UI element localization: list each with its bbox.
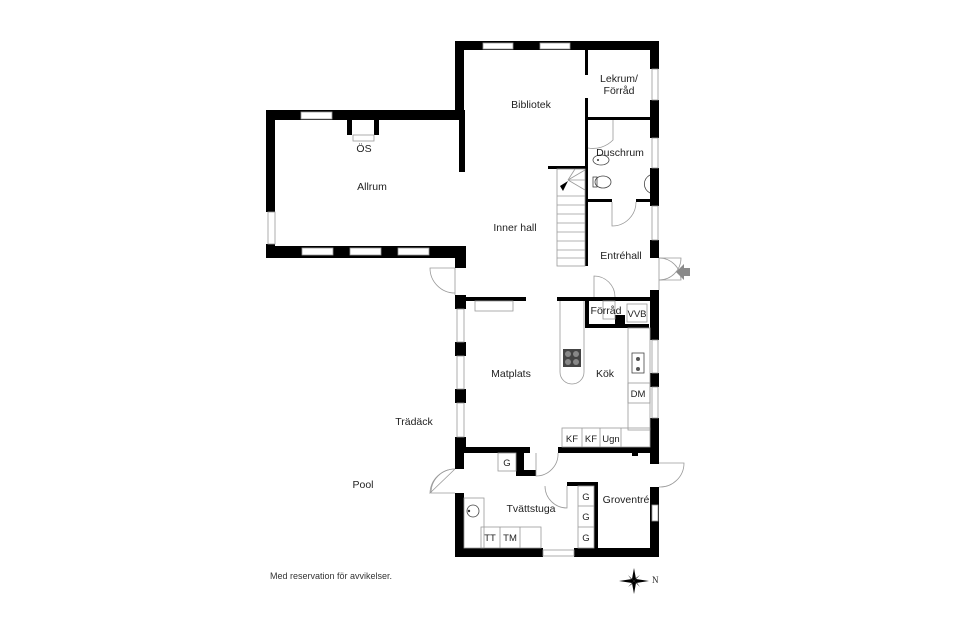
disclaimer-text: Med reservation för avvikelser.	[270, 571, 393, 581]
appliance-label-kf-1: KF	[566, 434, 578, 445]
appliance-label-g-3: G	[582, 533, 589, 544]
room-label-kok: Kök	[596, 368, 615, 380]
room-label-forrad: Förråd	[591, 305, 622, 317]
room-label-bibliotek: Bibliotek	[511, 99, 551, 111]
room-label-os: ÖS	[356, 143, 371, 155]
appliance-label-g-top: G	[503, 458, 510, 469]
room-label-entrehall: Entréhall	[600, 250, 641, 262]
room-label-matplats: Matplats	[491, 368, 531, 380]
walls	[266, 41, 659, 557]
compass-icon	[619, 568, 649, 594]
appliance-label-g-1: G	[582, 492, 589, 503]
room-label-inner-hall: Inner hall	[493, 222, 536, 234]
room-label-lekrum: Lekrum/	[600, 73, 638, 85]
appliance-label-tm: TM	[503, 533, 517, 544]
appliance-label-tt: TT	[484, 533, 496, 544]
room-label-allrum: Allrum	[357, 181, 387, 193]
area-label-pool: Pool	[352, 479, 373, 491]
cooktop-icon	[563, 349, 581, 367]
appliance-label-g-2: G	[582, 512, 589, 523]
windows	[267, 42, 659, 557]
area-label-tradack: Trädäck	[395, 416, 433, 428]
room-label-lekrum-2: Förråd	[604, 85, 635, 97]
appliance-label-dm: DM	[631, 389, 646, 400]
entrance-arrow-icon	[676, 264, 690, 280]
room-labels: Bibliotek Lekrum/ Förråd Duschrum ÖS All…	[352, 73, 649, 544]
sink-icon	[631, 352, 645, 374]
doors	[429, 120, 685, 509]
room-label-groventre: Groventré	[603, 494, 650, 506]
compass-north-label: N	[652, 575, 659, 585]
room-label-duschrum: Duschrum	[596, 147, 644, 159]
appliance-label-ugn: Ugn	[602, 434, 619, 445]
appliance-label-kf-2: KF	[585, 434, 597, 445]
stair-arrow-icon	[560, 181, 568, 191]
staircase[interactable]	[556, 168, 586, 267]
fixtures	[463, 154, 651, 549]
room-label-vvb: VVB	[627, 309, 646, 320]
room-label-tvattstuga: Tvättstuga	[506, 503, 555, 515]
